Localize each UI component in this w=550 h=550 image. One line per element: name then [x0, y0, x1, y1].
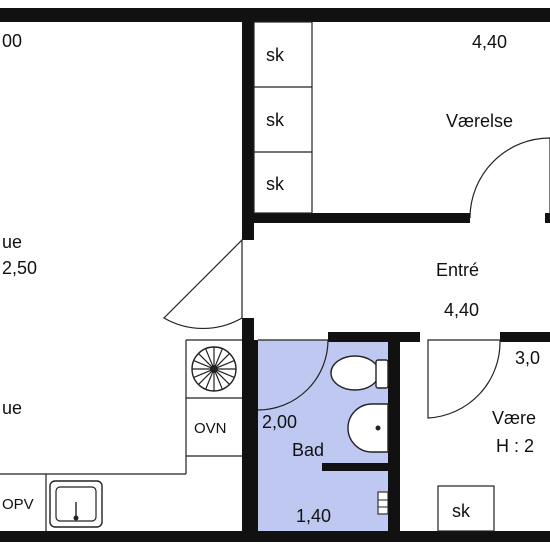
- wall-top: [0, 8, 550, 22]
- wall-closet-bottom: [242, 213, 470, 223]
- hall-name: Entré: [436, 260, 479, 280]
- wall-bath-left: [254, 340, 258, 532]
- bedroom-dim: 4,40: [472, 32, 507, 52]
- drain-icon: [377, 491, 389, 515]
- wall-bedroom-bottom-right: [545, 213, 550, 223]
- room-top-left-dim: 00: [2, 31, 22, 51]
- toilet-icon: [330, 355, 389, 391]
- door-swing-icon: [257, 339, 329, 411]
- bath-dim-b: 1,40: [296, 506, 331, 526]
- wall-bath-top: [328, 332, 420, 342]
- door-swing-icon: [163, 238, 243, 330]
- kitchen-name: ue: [2, 398, 22, 418]
- wall-left-lower: [242, 318, 254, 538]
- closet-label-3: sk: [266, 174, 285, 194]
- bedroom-name: Værelse: [446, 111, 513, 131]
- closet-label-1: sk: [266, 45, 285, 65]
- room-right-dim: 3,0: [515, 348, 540, 368]
- oven-label: OVN: [194, 420, 227, 437]
- washbasin-icon: [347, 403, 389, 453]
- closet-label-2: sk: [266, 110, 285, 130]
- room-right-name: Være: [492, 408, 536, 428]
- stove-burner-icon: [191, 346, 237, 392]
- closet-label-4: sk: [452, 501, 471, 521]
- wall-right-room-top: [500, 332, 550, 342]
- living-dim: 2,50: [2, 258, 37, 278]
- sink-icon: [49, 480, 103, 528]
- door-swing-icon: [469, 137, 550, 219]
- door-swing-icon: [427, 339, 501, 419]
- wall-left-upper: [242, 20, 254, 240]
- closet-frame-right: [437, 485, 495, 532]
- bath-dim-a: 2,00: [262, 412, 297, 432]
- room-right-height: H : 2: [496, 436, 534, 456]
- dishwasher-label: OPV: [2, 496, 34, 513]
- closet-frame: [253, 21, 313, 214]
- living-name: ue: [2, 232, 22, 252]
- wall-bath-right: [388, 332, 400, 538]
- wall-bath-partition: [322, 463, 388, 471]
- wall-bottom: [0, 531, 550, 542]
- hall-dim: 4,40: [444, 300, 479, 320]
- bath-name: Bad: [292, 440, 324, 460]
